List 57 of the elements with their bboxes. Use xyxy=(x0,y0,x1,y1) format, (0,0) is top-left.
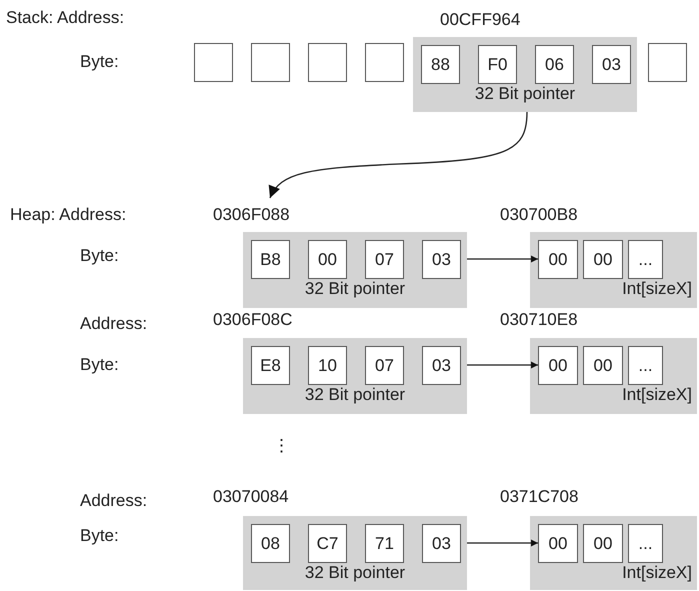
empty-byte-cell xyxy=(648,43,687,82)
block-caption: 32 Bit pointer xyxy=(304,563,406,583)
address-text: 03070084 xyxy=(213,487,289,507)
empty-byte-cell xyxy=(251,43,290,82)
empty-byte-cell xyxy=(194,43,233,82)
row-label: Stack: Address: xyxy=(6,8,124,28)
address-text: 00CFF964 xyxy=(440,10,520,30)
address-text: 0306F08C xyxy=(213,310,292,330)
byte-cell: ... xyxy=(628,346,663,385)
block-caption: 32 Bit pointer xyxy=(304,279,406,299)
byte-cell: 00 xyxy=(538,346,578,385)
byte-cell: ... xyxy=(628,524,663,563)
row-label: Heap: Address: xyxy=(10,205,126,225)
byte-cell: 88 xyxy=(421,45,460,84)
byte-cell: B8 xyxy=(251,240,290,279)
block-caption: Int[sizeX] xyxy=(622,385,692,405)
byte-cell: 00 xyxy=(538,240,578,279)
byte-cell: ... xyxy=(628,240,663,279)
byte-cell: E8 xyxy=(251,346,290,385)
block-caption: Int[sizeX] xyxy=(622,563,692,583)
byte-cell: 00 xyxy=(583,240,623,279)
pointer-arrow xyxy=(269,112,528,198)
byte-cell: 03 xyxy=(592,45,631,84)
row-label: Byte: xyxy=(80,246,119,266)
empty-byte-cell xyxy=(365,43,404,82)
empty-byte-cell xyxy=(308,43,347,82)
byte-cell: 10 xyxy=(308,346,347,385)
byte-cell: 71 xyxy=(365,524,404,563)
address-text: 0371C708 xyxy=(500,487,578,507)
row-label: ⋮ xyxy=(273,436,290,456)
address-text: 0306F088 xyxy=(213,205,290,225)
address-text: 030700B8 xyxy=(500,205,578,225)
pointer-arrow xyxy=(467,362,538,368)
byte-cell: 07 xyxy=(365,346,404,385)
byte-cell: 00 xyxy=(538,524,578,563)
byte-cell: 08 xyxy=(251,524,290,563)
block-caption: 32 Bit pointer xyxy=(474,84,576,104)
byte-cell: 03 xyxy=(422,524,461,563)
byte-cell: 00 xyxy=(583,524,623,563)
byte-cell: 00 xyxy=(583,346,623,385)
pointer-arrow xyxy=(467,540,538,546)
byte-cell: 07 xyxy=(365,240,404,279)
block-caption: Int[sizeX] xyxy=(622,279,692,299)
byte-cell: C7 xyxy=(308,524,347,563)
byte-cell: 03 xyxy=(422,240,461,279)
byte-cell: 03 xyxy=(422,346,461,385)
row-label: Byte: xyxy=(80,52,119,72)
byte-cell: 00 xyxy=(308,240,347,279)
byte-cell: F0 xyxy=(478,45,517,84)
byte-cell: 06 xyxy=(535,45,574,84)
row-label: Address: xyxy=(80,491,148,511)
block-caption: 32 Bit pointer xyxy=(304,385,406,405)
pointer-arrow xyxy=(467,256,538,262)
row-label: Byte: xyxy=(80,355,119,375)
row-label: Byte: xyxy=(80,526,119,546)
address-text: 030710E8 xyxy=(500,310,578,330)
row-label: Address: xyxy=(80,314,148,334)
